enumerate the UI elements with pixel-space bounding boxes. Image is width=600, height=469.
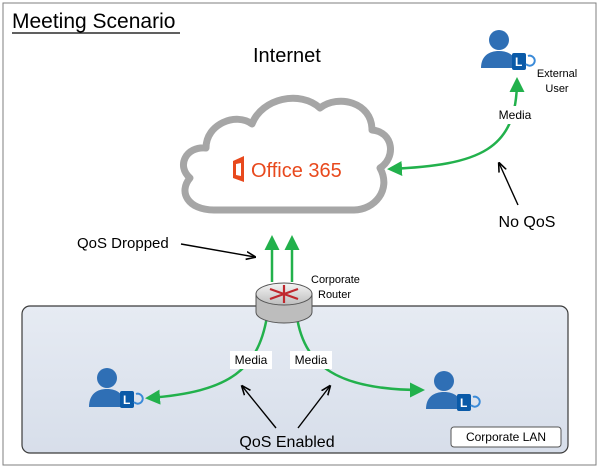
- media-left-label: Media: [235, 353, 268, 367]
- no-qos-pointer-arrow: [499, 163, 519, 206]
- qos-dropped-pointer-arrow: [180, 243, 255, 257]
- lan-user-left-lync-badge-icon: [120, 391, 134, 408]
- no-qos-label: No QoS: [499, 214, 556, 231]
- corporate-lan-tag: [450, 426, 562, 448]
- corporate-router-icon: [255, 282, 313, 324]
- media-right-label: Media: [295, 353, 328, 367]
- qos-dropped-label: QoS Dropped: [77, 235, 169, 252]
- external-lync-badge-icon: [512, 53, 526, 70]
- qos-enabled-pointer-left-arrow: [242, 386, 277, 429]
- media-left-label-bg: [230, 351, 272, 369]
- office-icon: [233, 156, 244, 182]
- external-media-flow-arrow: [387, 77, 525, 176]
- lan-media-flow-left-arrow: [145, 309, 270, 405]
- external-user-label-line1: External: [537, 68, 577, 80]
- external-media-label-bg: [494, 106, 536, 124]
- lan-media-flow-right-arrow: [294, 309, 425, 398]
- diagram-title: Meeting Scenario: [12, 10, 175, 33]
- corporate-lan-label: Corporate LAN: [466, 430, 546, 444]
- lan-user-right-lync-badge-icon: [457, 394, 471, 411]
- office365-brand-text: Office 365: [251, 160, 342, 182]
- router-label-line2: Router: [318, 289, 351, 301]
- external-user-label-line2: User: [545, 83, 569, 95]
- office365-cloud: [180, 94, 394, 214]
- qos-enabled-label: QoS Enabled: [239, 434, 334, 451]
- media-right-label-bg: [290, 351, 332, 369]
- lan-user-right-avatar-icon: L: [426, 371, 481, 411]
- external-media-label: Media: [499, 108, 532, 122]
- office365-logo: Office 365: [233, 156, 342, 182]
- svg-text:L: L: [123, 393, 130, 407]
- svg-text:L: L: [460, 396, 467, 410]
- svg-text:L: L: [515, 55, 522, 69]
- qos-enabled-pointer-right-arrow: [297, 386, 330, 429]
- internet-label: Internet: [253, 45, 321, 67]
- lan-user-left-avatar-icon: L: [89, 368, 144, 408]
- router-label-line1: Corporate: [311, 274, 360, 286]
- external-user-avatar-icon: L: [481, 30, 536, 70]
